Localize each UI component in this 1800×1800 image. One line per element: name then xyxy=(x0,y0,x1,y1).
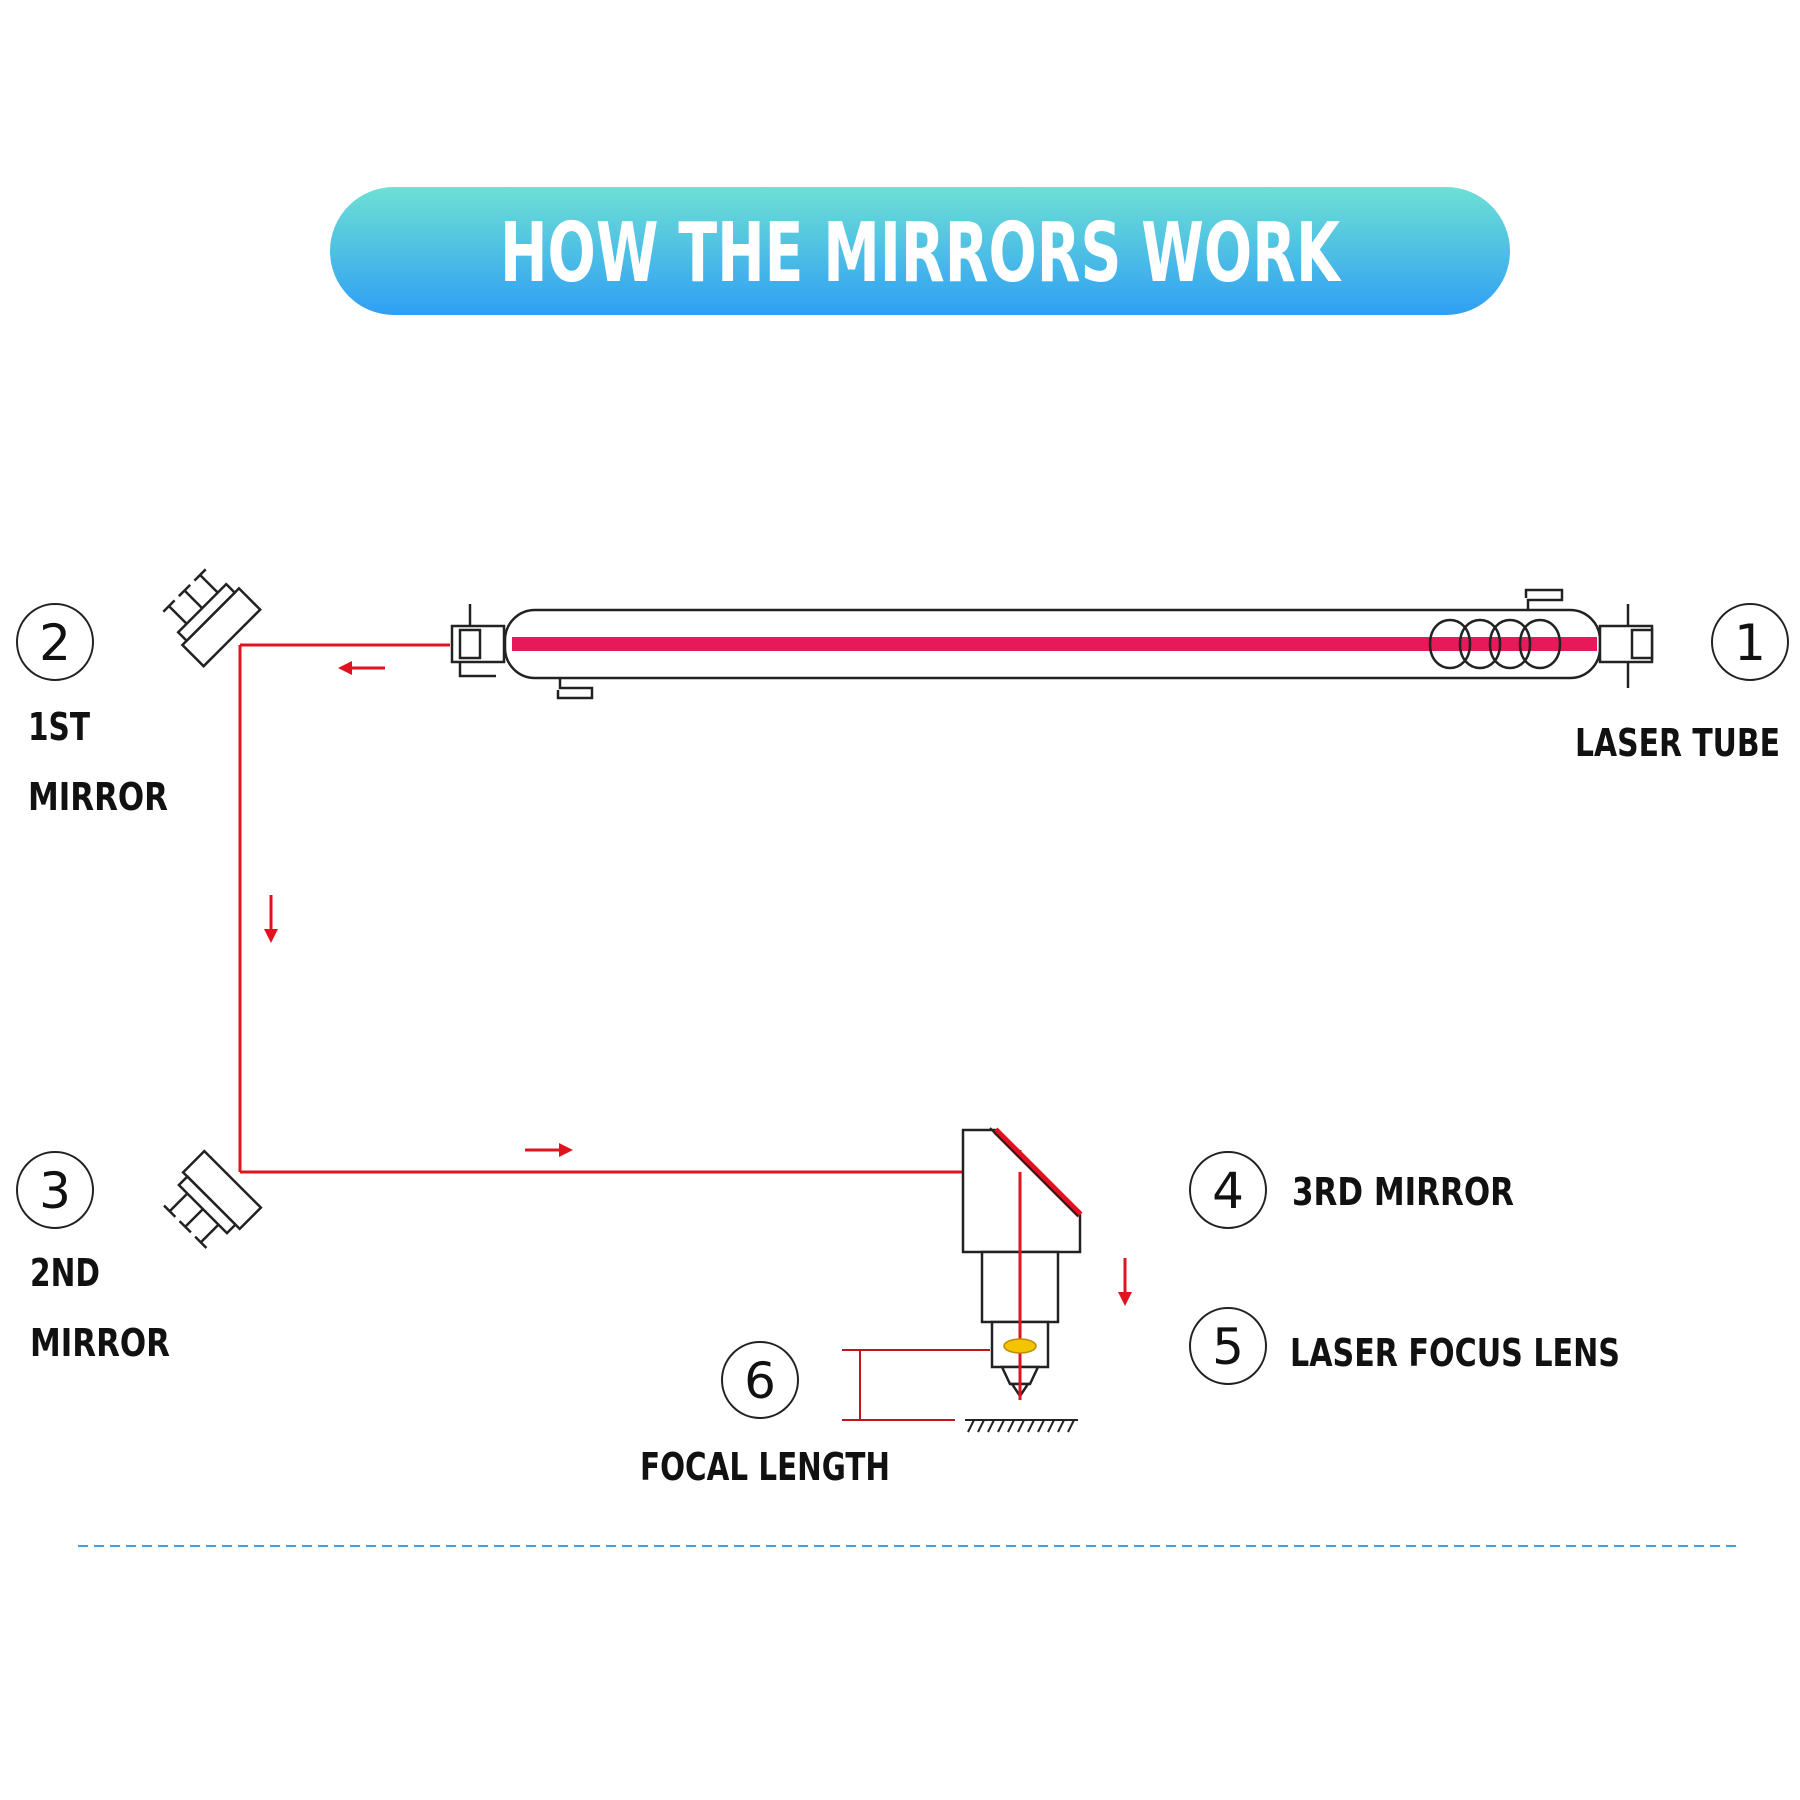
callout-number: 3 xyxy=(39,1162,71,1220)
callout-3: 3 xyxy=(16,1151,94,1229)
callout-1: 1 xyxy=(1711,603,1789,681)
work-surface xyxy=(965,1419,1078,1433)
callout-6: 6 xyxy=(721,1341,799,1419)
first-mirror-label-line1: 1ST xyxy=(28,705,90,749)
focus-lens-label: LASER FOCUS LENS xyxy=(1290,1331,1620,1375)
page-title: HOW THE MIRRORS WORK xyxy=(500,206,1342,301)
third-mirror-label: 3RD MIRROR xyxy=(1292,1170,1514,1214)
second-mirror-label-line1: 2ND xyxy=(30,1251,100,1295)
focus-lens xyxy=(1003,1338,1037,1354)
arrow-down-icon xyxy=(264,895,278,943)
laser-beam-path xyxy=(238,643,1022,1395)
callout-5: 5 xyxy=(1189,1307,1267,1385)
focal-length-dimension xyxy=(842,1349,990,1421)
callout-number: 6 xyxy=(744,1352,776,1410)
second-mirror-drawing xyxy=(163,1149,263,1249)
callout-number: 2 xyxy=(39,614,71,672)
first-mirror-drawing xyxy=(162,568,262,668)
focal-length-label: FOCAL LENGTH xyxy=(640,1445,890,1489)
title-banner: HOW THE MIRRORS WORK xyxy=(330,187,1510,315)
laser-tube-label: LASER TUBE xyxy=(1575,721,1780,765)
callout-2: 2 xyxy=(16,603,94,681)
title-pill xyxy=(330,187,1510,315)
laser-tube-drawing xyxy=(450,588,1654,700)
arrow-down-icon xyxy=(1118,1258,1132,1306)
callout-4: 4 xyxy=(1189,1151,1267,1229)
callout-number: 4 xyxy=(1212,1162,1244,1220)
callout-number: 1 xyxy=(1734,614,1766,672)
arrow-right-icon xyxy=(525,1143,573,1157)
beam-direction-arrows xyxy=(264,661,1132,1306)
arrow-left-icon xyxy=(338,661,385,675)
second-mirror-label-line2: MIRROR xyxy=(30,1321,170,1365)
first-mirror-label-line2: MIRROR xyxy=(28,775,168,819)
laser-head-drawing xyxy=(961,1127,1083,1400)
callout-number: 5 xyxy=(1212,1318,1244,1376)
